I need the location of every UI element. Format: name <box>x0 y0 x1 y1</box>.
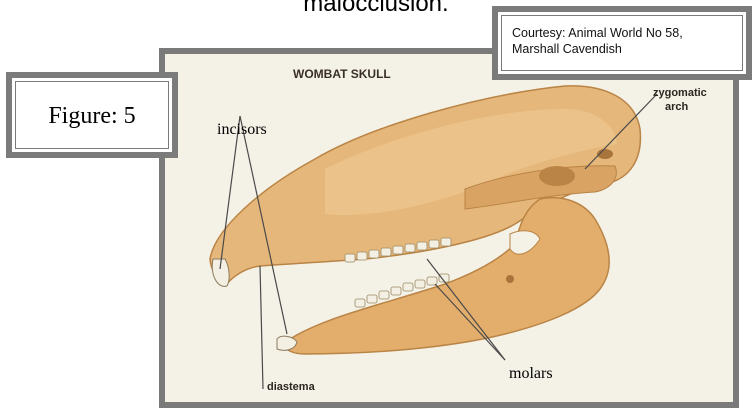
zygomatic-label-line1: zygomatic <box>653 87 707 99</box>
credit-line-2: Marshall Cavendish <box>512 41 752 57</box>
wombat-skull-illustration: WOMBAT SKULL <box>165 54 733 402</box>
figure-number-label: Figure: 5 <box>12 103 172 130</box>
credit-box: Courtesy: Animal World No 58, Marshall C… <box>492 6 752 80</box>
orbit <box>539 166 575 186</box>
mental-foramen <box>506 275 514 283</box>
figure-number-box: Figure: 5 <box>6 72 178 158</box>
credit-line-1: Courtesy: Animal World No 58, <box>512 25 752 41</box>
molars-label: molars <box>509 365 553 382</box>
diastema-label: diastema <box>267 381 316 393</box>
incisors-label: incisors <box>217 121 267 138</box>
credit-text: Courtesy: Animal World No 58, Marshall C… <box>512 25 752 57</box>
zygomatic-label-line2: arch <box>665 101 689 113</box>
skull-title: WOMBAT SKULL <box>293 67 391 81</box>
skull-illustration-frame: WOMBAT SKULL <box>159 48 739 408</box>
